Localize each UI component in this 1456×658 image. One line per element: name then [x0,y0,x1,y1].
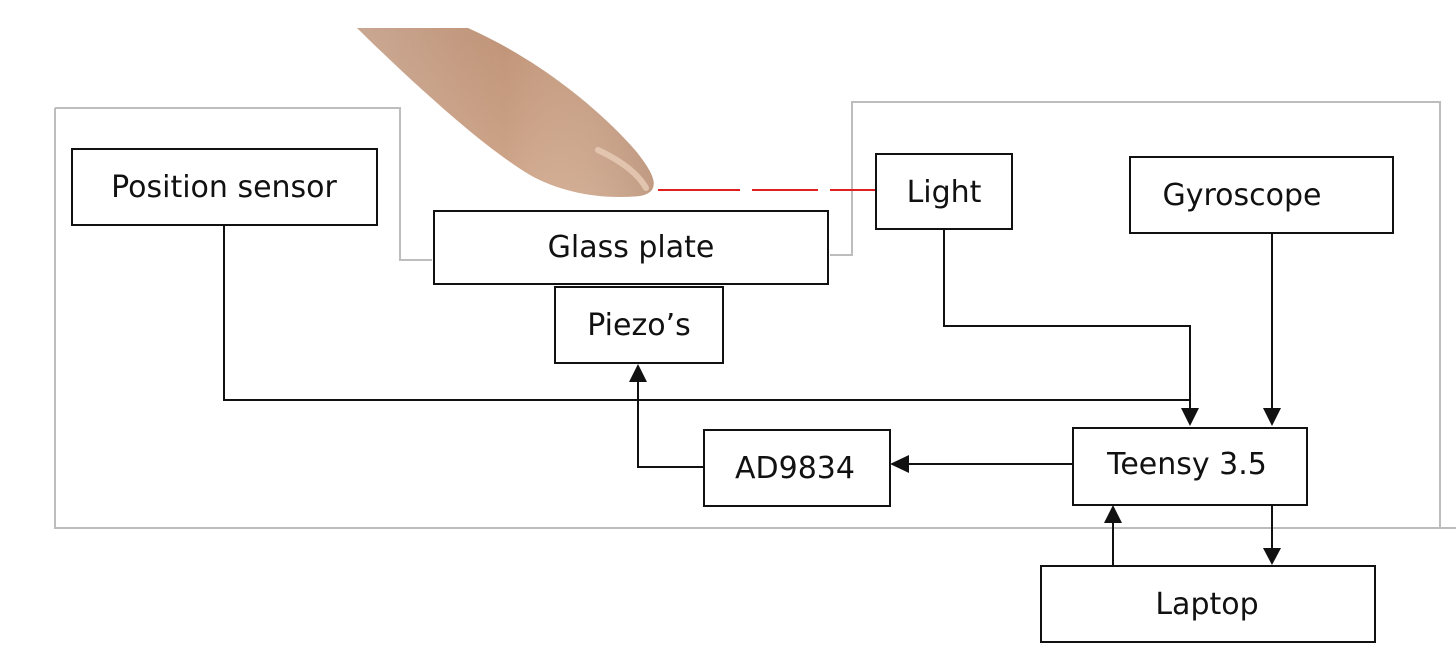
position-sensor-label: Position sensor [111,170,337,205]
teensy-box [1072,427,1308,506]
gyroscope-box [1129,156,1394,234]
arrowhead-to-piezos [629,364,647,382]
edge-light-to-teensy [943,230,1191,400]
light-box [875,153,1013,230]
position-sensor-box [71,148,378,226]
piezos-label: Piezo’s [587,308,691,343]
edge-position-sensor-to-teensy [223,225,1191,410]
gyroscope-label: Gyroscope [1162,178,1321,213]
enclosure-outline [54,101,1456,529]
arrowhead-light-teensy [1181,408,1199,426]
arrowhead-laptop-to-teensy [1104,505,1122,523]
piezos-box [554,286,724,364]
glass-plate-label: Glass plate [548,230,715,265]
ad9834-box [703,429,891,507]
ad9834-label: AD9834 [735,451,855,486]
teensy-label: Teensy 3.5 [1106,447,1267,482]
arrowhead-gyroscope-teensy [1263,408,1281,426]
arrowheads [629,364,1281,565]
connections [223,225,1273,566]
light-label: Light [907,175,982,210]
laptop-label: Laptop [1155,587,1258,622]
boxes [71,148,1394,643]
edge-ad9834-to-piezos [637,380,704,468]
arrowhead-to-ad9834 [890,455,909,473]
laptop-box [1040,565,1376,643]
glass-plate-box [433,210,829,285]
finger-image [357,28,654,198]
labels: Position sensor Glass plate Piezo’s Ligh… [111,170,1321,622]
arrowhead-to-laptop [1263,548,1281,565]
